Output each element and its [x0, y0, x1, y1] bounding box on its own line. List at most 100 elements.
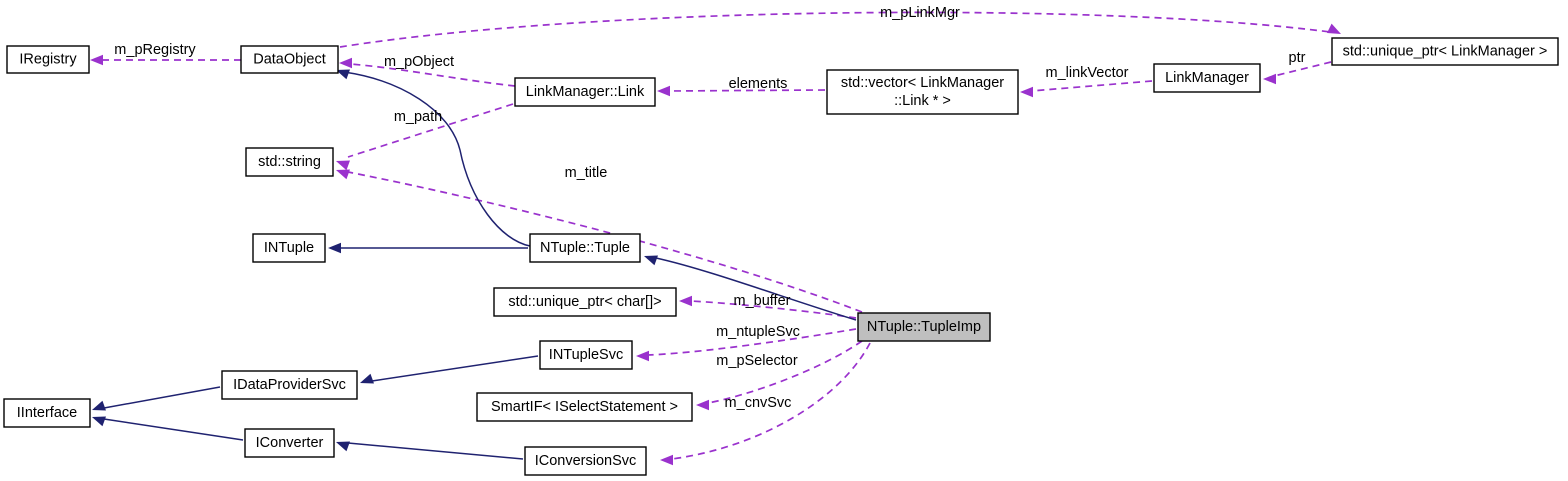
edge-arrowhead — [657, 85, 670, 97]
edge-label: m_path — [394, 109, 442, 125]
class-node-label: INTupleSvc — [549, 347, 623, 363]
class-node-box[interactable] — [539, 340, 633, 370]
edge-label: m_buffer — [734, 293, 791, 309]
class-node-intuple[interactable]: INTuple — [252, 233, 326, 263]
class-node-iregistry[interactable]: IRegistry — [6, 45, 90, 74]
edge-arrowhead — [636, 350, 649, 362]
edge-arrowhead — [1020, 86, 1033, 98]
class-node-uniqueptrlinkmgr[interactable]: std::unique_ptr< LinkManager > — [1331, 37, 1559, 66]
edge-arrowhead — [644, 255, 658, 266]
association-edge — [660, 342, 871, 466]
class-node-box[interactable] — [826, 69, 1019, 115]
edge-label: m_pRegistry — [114, 42, 196, 58]
class-node-box[interactable] — [529, 233, 641, 263]
class-node-iconverter[interactable]: IConverter — [244, 428, 335, 458]
class-node-linkmanager[interactable]: LinkManager — [1153, 63, 1261, 93]
class-node-ntupletuple[interactable]: NTuple::Tuple — [529, 233, 641, 263]
class-node-iinterface[interactable]: IInterface — [3, 398, 91, 428]
edge-label: m_pObject — [384, 54, 454, 70]
class-node-box[interactable] — [514, 77, 656, 107]
edge-label: m_pSelector — [716, 353, 798, 369]
class-node-smartifselect[interactable]: SmartIF< ISelectStatement > — [476, 392, 693, 422]
edge-label: elements — [729, 76, 788, 92]
edge-line — [103, 418, 244, 441]
edge-arrowhead — [92, 400, 106, 411]
class-node-label: std::unique_ptr< LinkManager > — [1343, 43, 1548, 59]
class-node-idataprovidersvc[interactable]: IDataProviderSvc — [221, 370, 358, 400]
class-node-box[interactable] — [244, 428, 335, 458]
class-node-box[interactable] — [6, 45, 90, 74]
class-node-label: IInterface — [17, 405, 77, 421]
class-node-intuplesvc[interactable]: INTupleSvc — [539, 340, 633, 370]
edge-label: m_linkVector — [1045, 65, 1128, 81]
edge-line — [1030, 80, 1153, 92]
edge-line — [349, 63, 516, 87]
class-node-label: LinkManager — [1165, 70, 1249, 86]
edge-arrowhead — [336, 169, 350, 180]
class-node-dataobject[interactable]: DataObject — [240, 45, 339, 74]
class-node-box[interactable] — [221, 370, 358, 400]
association-edge — [90, 54, 241, 66]
edge-arrowhead — [92, 416, 106, 427]
class-node-box[interactable] — [1153, 63, 1261, 93]
class-node-box[interactable] — [476, 392, 693, 422]
edge-arrowhead — [1263, 73, 1276, 85]
class-node-label: SmartIF< ISelectStatement > — [491, 399, 678, 415]
class-node-uniqueptrchar[interactable]: std::unique_ptr< char[]> — [493, 287, 677, 317]
edge-label: m_title — [565, 165, 608, 181]
edge-line — [1273, 61, 1332, 77]
class-node-box[interactable] — [245, 147, 334, 177]
association-edge — [636, 328, 857, 362]
edge-arrowhead — [1327, 23, 1341, 34]
class-node-label: IDataProviderSvc — [233, 377, 346, 393]
class-node-box[interactable] — [524, 446, 647, 476]
edge-arrowhead — [328, 242, 341, 254]
class-node-box[interactable] — [857, 312, 991, 342]
class-node-label: LinkManager::Link — [526, 84, 645, 100]
edge-labels-layer: m_pRegistry m_pObject m_pLinkMgr elements m_… — [114, 5, 1305, 411]
edge-line — [689, 300, 857, 319]
class-node-box[interactable] — [240, 45, 339, 74]
inheritance-edge — [92, 386, 221, 411]
class-node-iconversionsvc[interactable]: IConversionSvc — [524, 446, 647, 476]
edge-arrowhead — [696, 399, 709, 411]
class-node-label: IRegistry — [19, 51, 77, 67]
class-node-label: INTuple — [264, 240, 314, 256]
class-node-label: DataObject — [253, 51, 326, 67]
class-node-stdstring[interactable]: std::string — [245, 147, 334, 177]
edge-label: m_pLinkMgr — [880, 5, 960, 21]
edge-arrowhead — [336, 160, 350, 171]
association-edge — [1263, 61, 1332, 85]
class-node-box[interactable] — [252, 233, 326, 263]
edge-line — [667, 89, 826, 92]
edge-line — [347, 103, 514, 158]
class-node-label: IConverter — [256, 435, 324, 451]
class-node-box[interactable] — [3, 398, 91, 428]
edge-line — [103, 386, 221, 409]
association-edge — [336, 103, 514, 171]
edge-line — [655, 257, 857, 321]
class-node-box[interactable] — [1331, 37, 1559, 66]
association-edge — [679, 295, 857, 319]
edge-line — [339, 11, 1331, 48]
class-node-label: NTuple::TupleImp — [867, 319, 981, 335]
class-node-label: std::vector< LinkManager — [841, 75, 1004, 91]
edge-line — [347, 442, 524, 460]
class-node-box[interactable] — [493, 287, 677, 317]
class-node-vectorlink[interactable]: std::vector< LinkManager::Link * > — [826, 69, 1019, 115]
edge-label: m_cnvSvc — [725, 395, 792, 411]
class-node-label: ::Link * > — [894, 93, 951, 109]
inheritance-edge — [92, 416, 244, 441]
inheritance-edge — [360, 355, 539, 384]
inheritance-edge — [336, 69, 531, 247]
edge-line — [671, 342, 871, 460]
edge-arrowhead — [660, 454, 673, 466]
edge-line — [343, 71, 531, 247]
edge-arrowhead — [339, 57, 352, 69]
association-edge — [336, 169, 863, 313]
class-node-linkmanagerlink[interactable]: LinkManager::Link — [514, 77, 656, 107]
class-node-ntupletupleimp[interactable]: NTuple::TupleImp — [857, 312, 991, 342]
association-edge — [696, 340, 863, 411]
